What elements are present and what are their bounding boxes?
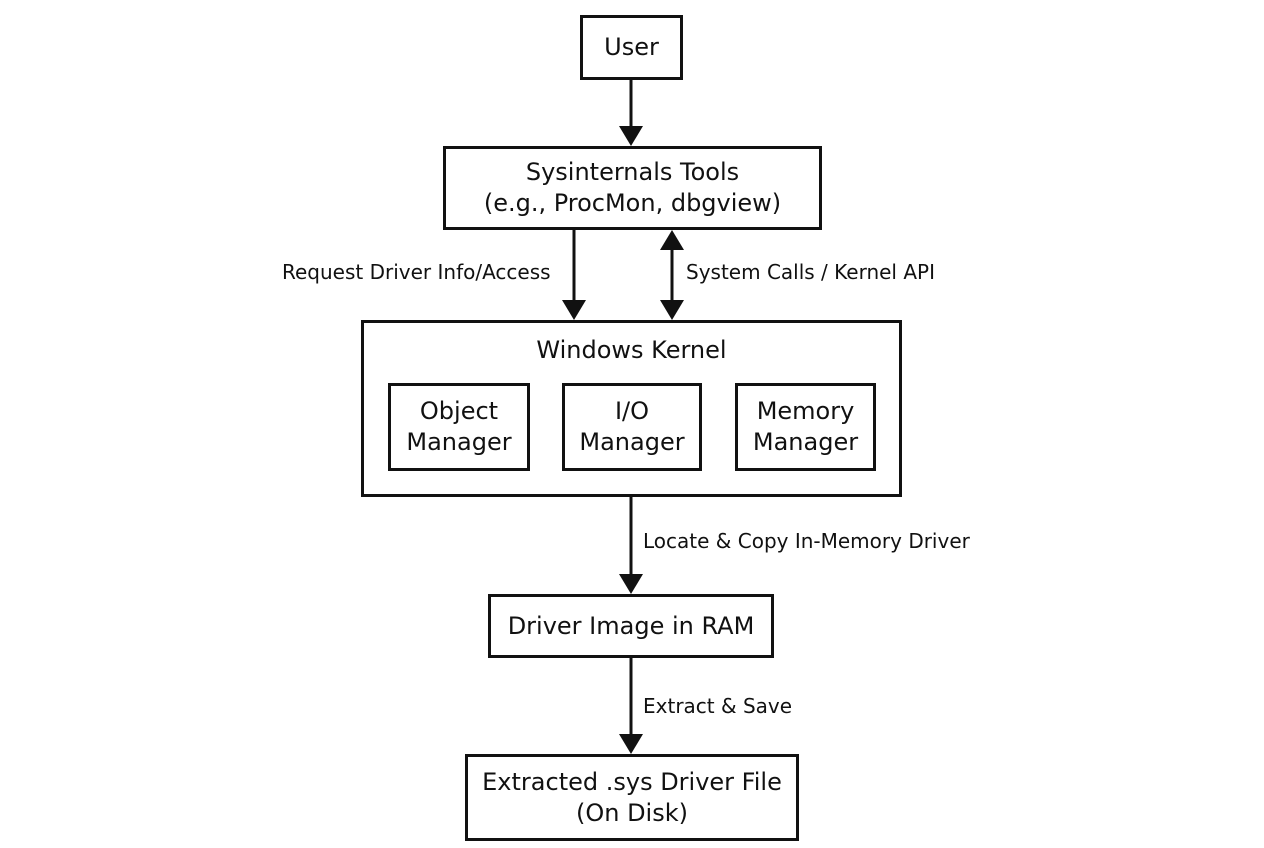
node-file-title: Extracted .sys Driver File xyxy=(482,767,782,796)
node-object-manager: Object Manager xyxy=(388,383,530,471)
node-extracted-driver-file: Extracted .sys Driver File (On Disk) xyxy=(465,754,799,841)
arrow-extract-save xyxy=(619,658,643,754)
node-tools-examples: (e.g., ProcMon, dbgview) xyxy=(483,189,782,217)
kernel-title: Windows Kernel xyxy=(536,336,727,364)
node-tools-title: Sysinternals Tools xyxy=(525,158,740,186)
memory-manager-line-1: Memory xyxy=(756,397,855,425)
node-user-label: User xyxy=(604,33,659,61)
edge-label-locate-copy: Locate & Copy In-Memory Driver xyxy=(643,529,970,553)
node-driver-image-ram: Driver Image in RAM xyxy=(488,594,774,658)
node-sysinternals-tools: Sysinternals Tools (e.g., ProcMon, dbgvi… xyxy=(443,146,822,230)
node-ram-label: Driver Image in RAM xyxy=(507,611,755,640)
node-io-manager: I/O Manager xyxy=(562,383,702,471)
node-file-subtitle: (On Disk) xyxy=(575,798,688,827)
arrow-request-driver xyxy=(562,230,586,320)
edge-label-extract-save: Extract & Save xyxy=(643,694,793,718)
node-user: User xyxy=(580,15,683,80)
edge-label-request-driver: Request Driver Info/Access xyxy=(282,260,551,284)
edge-label-system-calls: System Calls / Kernel API xyxy=(686,260,935,284)
io-manager-line-2: Manager xyxy=(579,428,685,456)
object-manager-line-2: Manager xyxy=(406,428,512,456)
io-manager-line-1: I/O xyxy=(614,397,650,425)
arrow-user-to-tools xyxy=(619,80,643,146)
arrow-system-calls xyxy=(660,230,684,320)
object-manager-line-1: Object xyxy=(419,397,499,425)
memory-manager-line-2: Manager xyxy=(752,428,859,456)
arrow-locate-copy xyxy=(619,497,643,594)
node-memory-manager: Memory Manager xyxy=(735,383,876,471)
